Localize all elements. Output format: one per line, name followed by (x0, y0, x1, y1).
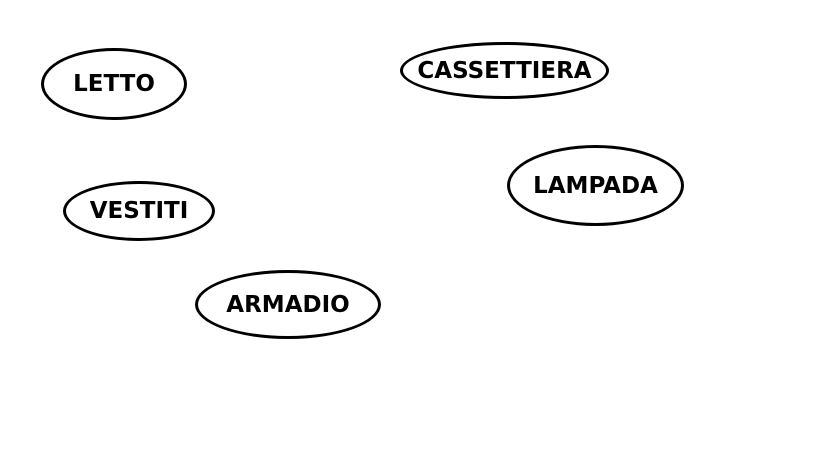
label-armadio: ARMADIO (226, 291, 350, 318)
label-cassettiera: CASSETTIERA (417, 57, 592, 84)
ellipse-lampada: LAMPADA (507, 145, 684, 226)
label-lampada: LAMPADA (533, 172, 658, 199)
label-vestiti: VESTITI (89, 198, 189, 224)
ellipse-letto: LETTO (41, 48, 187, 120)
ellipse-vestiti: VESTITI (63, 181, 215, 241)
label-letto: LETTO (73, 71, 155, 97)
ellipse-cassettiera: CASSETTIERA (400, 42, 609, 99)
ellipse-armadio: ARMADIO (195, 270, 381, 339)
